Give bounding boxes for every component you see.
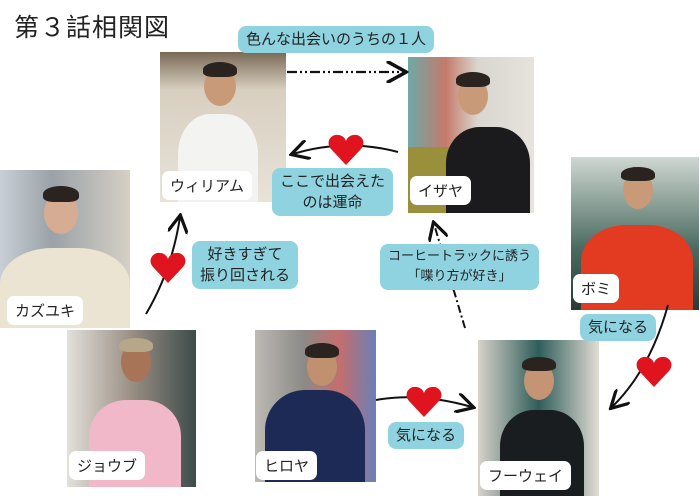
name-label-joubu: ジョウブ [69,451,146,480]
relation-text: 気になる [588,318,649,336]
relation-william-to-izaya: 色んな出会いのうちの１人 [238,26,435,53]
heart-icon [328,134,364,165]
relation-kazuyuki-to-william: 好きすぎて 振り回される [192,241,299,289]
relation-bomi-to-fuwei: 気になる [580,314,657,341]
relation-izaya-to-william: ここで出会えた のは運命 [272,168,394,216]
heart-icon [406,386,442,417]
name-label-kazuyuki: カズユキ [7,296,84,325]
name-label-fuwei: フーウェイ [480,461,572,490]
page-title: 第３話相関図 [14,13,171,42]
name-label-hiroya: ヒロヤ [256,451,318,480]
relation-text-line2: のは運命 [302,193,363,211]
relation-text: 気になる [396,426,457,444]
relation-text-line1: 好きすぎて [207,245,283,263]
name-label-bomi: ボミ [573,274,620,303]
heart-icon [150,252,186,283]
relation-hiroya-to-fuwei: 気になる [388,422,465,449]
name-label-izaya: イザヤ [410,176,472,205]
name-label-william: ウィリアム [162,171,252,200]
relation-text-line1: コーヒートラックに誘う [388,249,532,264]
relation-text-line2: 振り回される [200,266,291,284]
relation-text: 色んな出会いのうちの１人 [246,30,427,48]
relation-fuwei-to-izaya: コーヒートラックに誘う 「喋り方が好き」 [380,244,540,290]
relation-text-line2: 「喋り方が好き」 [407,269,512,284]
heart-icon [636,356,672,387]
relation-text-line1: ここで出会えた [280,172,386,190]
